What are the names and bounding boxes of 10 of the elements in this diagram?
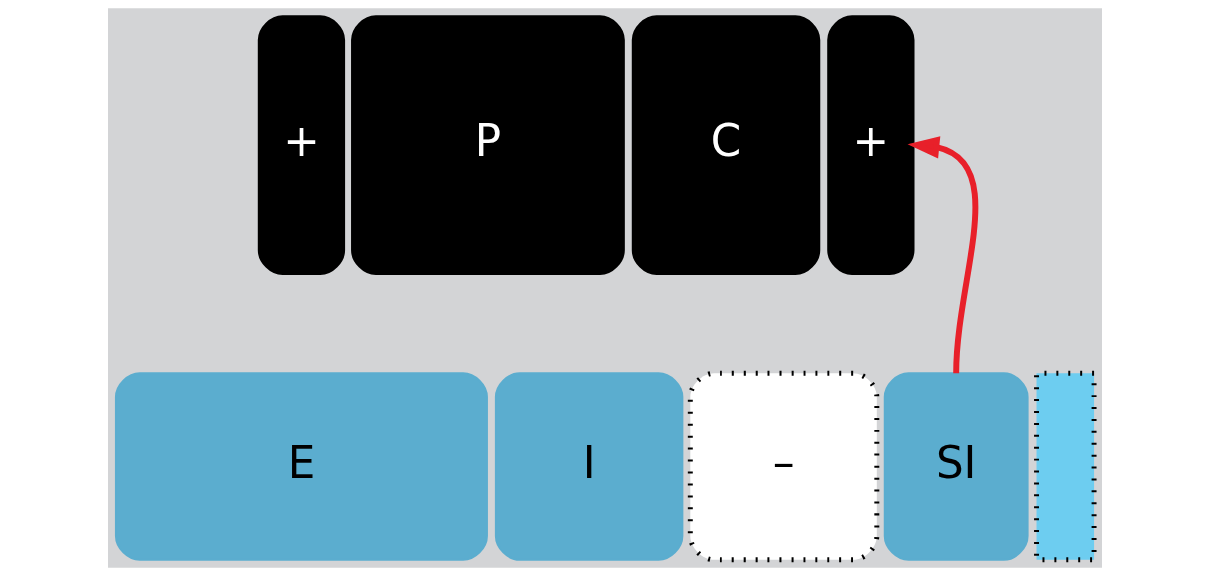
node-box bbox=[1033, 370, 1097, 563]
node-box: I bbox=[494, 372, 683, 561]
node-box: SI bbox=[883, 372, 1029, 561]
node-box: C bbox=[631, 15, 820, 276]
arrow bbox=[907, 136, 978, 374]
node-box: P bbox=[350, 15, 625, 276]
node-box: – bbox=[687, 370, 879, 563]
node-box: + bbox=[257, 15, 345, 276]
node-box: + bbox=[826, 15, 914, 276]
node-box: E bbox=[114, 372, 488, 561]
